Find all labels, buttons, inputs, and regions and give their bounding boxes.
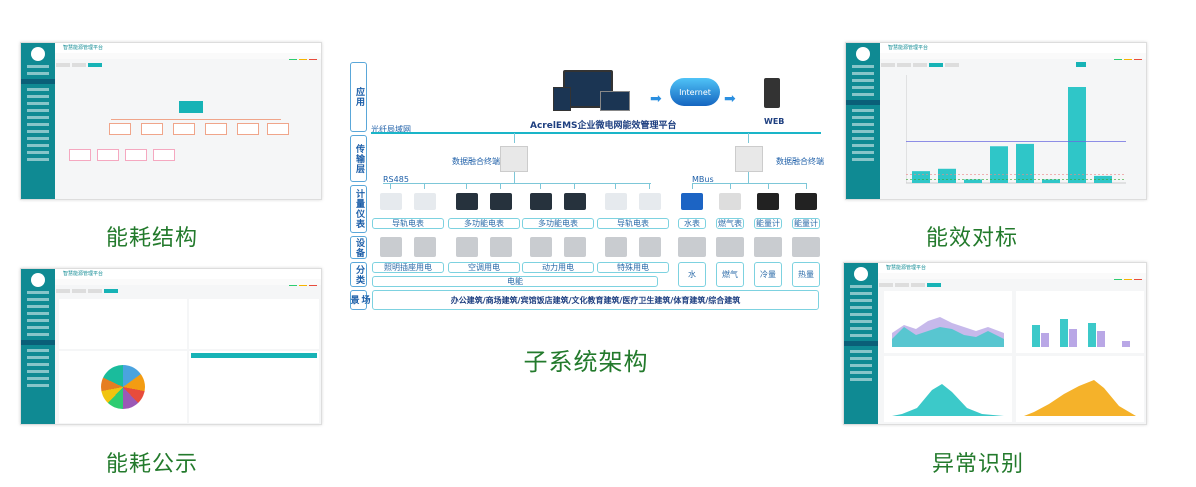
device-icon [380,237,402,257]
device-icon [639,237,661,257]
meter-icon [490,193,512,210]
layer-devices: 设备 [350,236,367,259]
bar [1016,143,1034,183]
bar [912,171,930,183]
cloud-icon [670,78,720,106]
meter-icon [380,193,402,210]
server-icon [764,78,780,108]
sidebar [21,269,55,424]
gateway-device-right [735,146,763,172]
meter-icon [414,193,436,210]
sidebar [844,263,878,424]
teal-area-chart [892,384,1004,416]
meter-icon [530,193,552,210]
bar-chart [906,75,1126,184]
thumbnail-title: 智慧能源管理平台 [63,45,104,51]
scene-box: 办公建筑/商场建筑/宾馆饭店建筑/文化教育建筑/医疗卫生建筑/体育建筑/综合建筑 [372,290,819,310]
meter-icon [795,193,817,210]
query-button [1076,62,1086,67]
meter-label: 多功能电表 [522,218,594,229]
meter-icon [564,193,586,210]
laptop-icon [600,91,630,111]
meter-icon [456,193,478,210]
platform-name: AcrelEMS企业微电网能效管理平台 [530,121,677,131]
mbus-label: MBus [692,175,714,184]
device-icon [456,237,478,257]
bar [990,146,1008,183]
meter-icon [681,193,703,210]
energy-structure-screenshot: 智慧能源管理平台 [20,42,322,200]
meter-label: 导轨电表 [597,218,669,229]
anomaly-screenshot: 智慧能源管理平台 [843,262,1147,425]
caption-anomaly: 异常识别 [931,452,1024,477]
device-icon [792,237,820,257]
orange-area-chart [1024,380,1136,416]
meter-icon [757,193,779,210]
category-label: 动力用电 [522,262,594,273]
device-icon [530,237,552,257]
arrow-icon: ➡ [650,91,662,107]
gateway-right-label: 数据融合终端 [776,157,824,166]
category-label: 热量 [792,262,820,287]
meter-label: 能量计 [792,218,820,229]
meter-icon [719,193,741,210]
category-label: 燃气 [716,262,744,287]
thumbnail-title: 智慧能源管理平台 [888,45,929,51]
category-label: 特殊用电 [597,262,669,273]
device-icon [754,237,782,257]
thumbnail-title: 智慧能源管理平台 [886,265,927,271]
lan-label: 光纤局域网 [371,125,411,134]
energy-publicity-screenshot: 智慧能源管理平台 [20,268,322,425]
arrow-icon: ➡ [724,91,736,107]
caption-architecture: 子系统架构 [523,348,649,376]
gateway-device-left [500,146,528,172]
meter-icon [639,193,661,210]
layer-scene: 场景 [349,290,370,310]
caption-energy-structure: 能耗结构 [105,226,198,251]
bar [964,179,982,183]
meter-label: 水表 [678,218,706,229]
meter-label: 导轨电表 [372,218,444,229]
device-icon [490,237,512,257]
category-label: 照明插座用电 [372,262,444,273]
category-label: 空调用电 [448,262,520,273]
bar [1042,179,1060,183]
caption-benchmark: 能效对标 [925,226,1018,251]
meter-label: 多功能电表 [448,218,520,229]
bar [938,168,956,183]
layer-meters: 计量仪表 [350,185,367,233]
rs485-label: RS485 [383,175,409,184]
sidebar [846,43,880,199]
device-icon [605,237,627,257]
meter-label: 能量计 [754,218,782,229]
category-label: 水 [678,262,706,287]
bar [1068,87,1086,183]
web-label: WEB [764,117,785,126]
layer-application: 应用 [350,62,367,132]
tablet-icon [553,87,571,111]
layer-transport: 传输层 [350,135,367,182]
meter-label: 燃气表 [716,218,744,229]
caption-energy-publicity: 能耗公示 [105,452,198,477]
electricity-box: 电能 [372,276,658,287]
device-icon [414,237,436,257]
sidebar [21,43,55,199]
gateway-left-label: 数据融合终端 [452,157,500,166]
layer-category: 分类 [350,262,367,287]
thumbnail-title: 智慧能源管理平台 [63,271,104,277]
device-icon [678,237,706,257]
category-label: 冷量 [754,262,782,287]
grouped-bar-chart [1032,319,1130,347]
internet-label: Internet [679,88,711,97]
benchmark-screenshot: 智慧能源管理平台 [845,42,1147,200]
device-icon [716,237,744,257]
device-icon [564,237,586,257]
pie-chart [101,365,145,409]
meter-icon [605,193,627,210]
area-chart [892,317,1004,347]
